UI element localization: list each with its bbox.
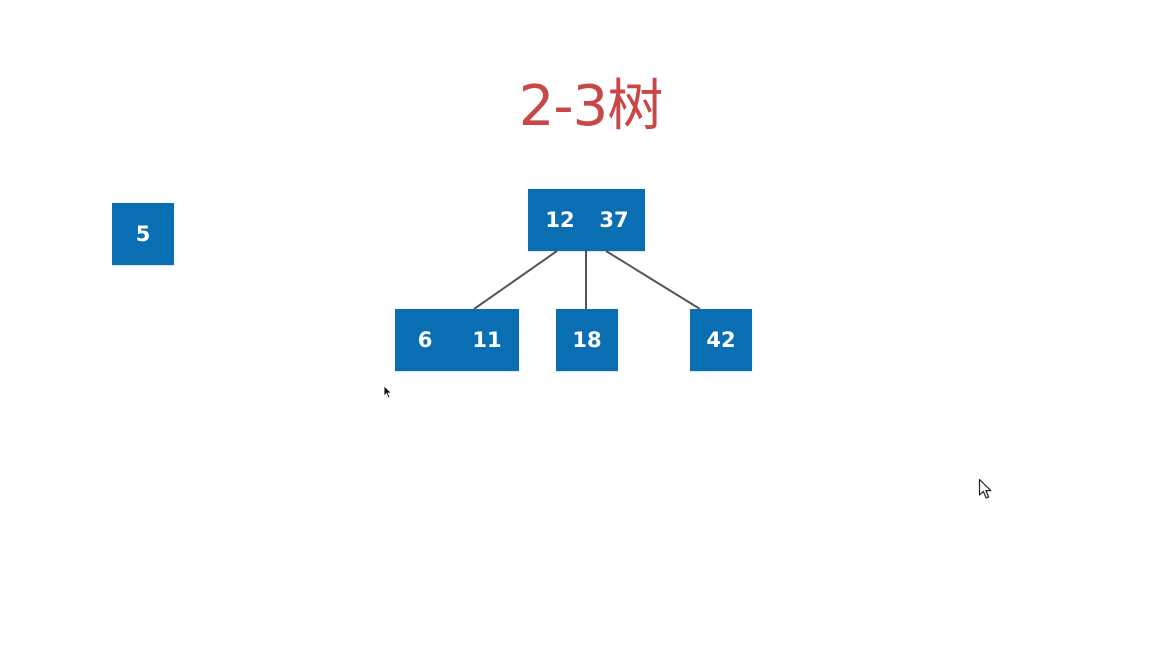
pending-node-5: 5	[112, 203, 174, 265]
child-node-left: 6 11	[395, 309, 519, 371]
mouse-pointer-icon	[383, 385, 393, 399]
edge-root-to-right-child	[605, 250, 701, 310]
diagram-title: 2-3树	[518, 74, 663, 139]
node-key: 37	[599, 208, 629, 232]
child-node-middle: 18	[556, 309, 618, 371]
node-key: 6	[417, 328, 433, 352]
child-node-right: 42	[690, 309, 752, 371]
node-key: 18	[572, 328, 602, 352]
node-key: 11	[472, 328, 502, 352]
node-key: 42	[706, 328, 736, 352]
node-key: 5	[135, 222, 151, 246]
root-node: 12 37	[528, 189, 645, 251]
edge-root-to-left-child	[473, 250, 558, 310]
node-key: 12	[545, 208, 575, 232]
cursor-arrow-icon	[978, 478, 992, 499]
